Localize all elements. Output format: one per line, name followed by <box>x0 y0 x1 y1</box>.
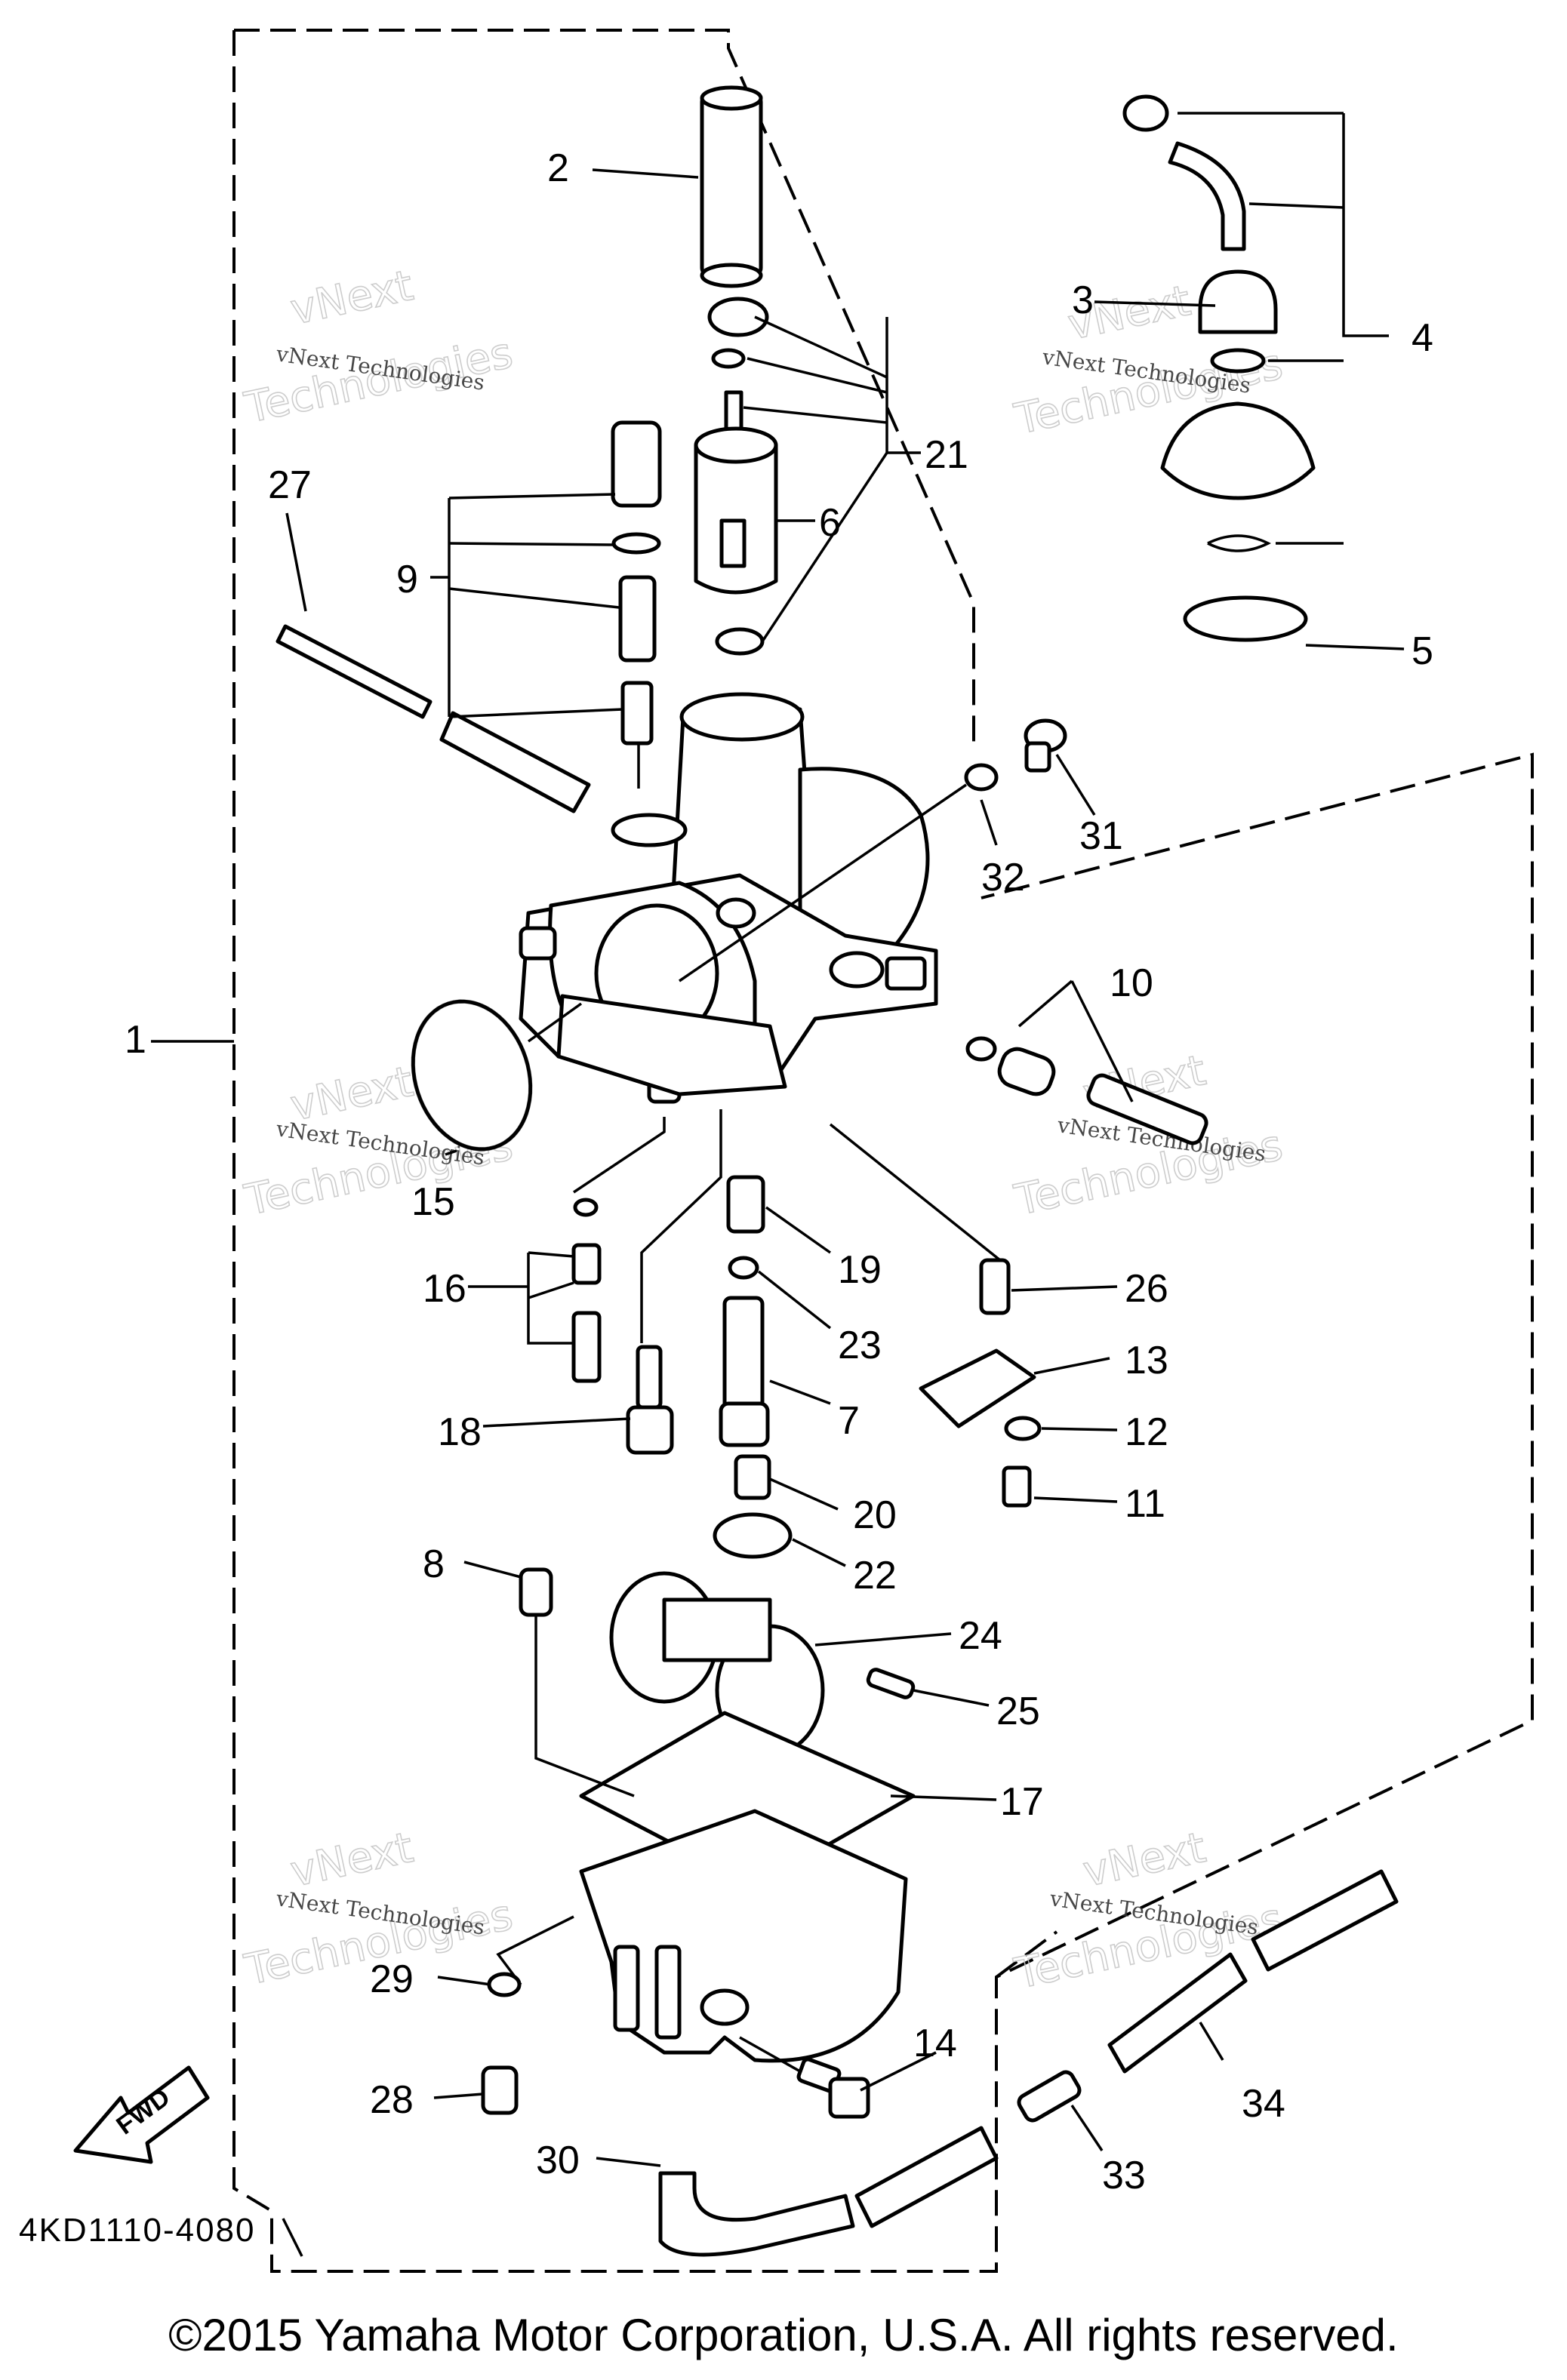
part-30-hose <box>658 2171 855 2257</box>
callout-20: 20 <box>853 1493 897 1537</box>
callout-34: 34 <box>1242 2082 1285 2126</box>
part-4-starter-plunger-set <box>1122 94 1316 642</box>
part-13-gasket <box>919 1348 1036 1428</box>
callout-9: 9 <box>396 558 418 601</box>
part-33-fitting <box>1017 2070 1082 2123</box>
callout-33: 33 <box>1102 2154 1146 2197</box>
part-14-drain-screw <box>796 2057 870 2119</box>
part-22-washer <box>713 1512 793 1559</box>
part-2-cable-sleeve <box>700 85 763 288</box>
callout-22: 22 <box>853 1554 897 1597</box>
part-34-hose-a <box>1107 1952 1248 2074</box>
hose-boundary <box>995 1930 1058 1979</box>
callout-labels: 1 2 3 4 5 6 7 8 9 10 11 12 13 14 15 16 1… <box>125 146 1433 2197</box>
callout-8: 8 <box>423 1542 445 1586</box>
callout-31: 31 <box>1079 814 1123 858</box>
assembly-boundary <box>232 29 1534 2273</box>
part-6-throttle-valve <box>694 426 778 656</box>
callout-25: 25 <box>996 1690 1040 1733</box>
callout-10: 10 <box>1110 961 1153 1005</box>
carburetor-exploded-view: vNext Technologies vNext Technologies vN… <box>19 29 1534 2273</box>
callout-29: 29 <box>370 1957 414 2001</box>
callout-1: 1 <box>125 1018 146 1062</box>
callout-26: 26 <box>1125 1267 1168 1311</box>
callout-32: 32 <box>981 856 1025 899</box>
callout-12: 12 <box>1125 1410 1168 1454</box>
part-30-hose-end <box>854 2126 999 2228</box>
part-27-pipe <box>276 624 591 813</box>
part-19-main-jet <box>726 1175 765 1234</box>
callout-15: 15 <box>411 1180 455 1224</box>
callout-19: 19 <box>838 1248 882 1292</box>
callout-18: 18 <box>438 1410 482 1454</box>
part-12-washer <box>1004 1416 1042 1441</box>
part-32-o-ring <box>964 763 999 792</box>
part-31-screw <box>1024 718 1067 773</box>
part-26-starter-jet <box>979 1258 1011 1315</box>
callout-14: 14 <box>913 2022 957 2065</box>
part-28-drain-screw <box>481 2065 519 2115</box>
callout-3: 3 <box>1072 278 1094 322</box>
callout-30: 30 <box>536 2139 580 2182</box>
callout-13: 13 <box>1125 1339 1168 1382</box>
callout-24: 24 <box>959 1614 1002 1658</box>
part-25-float-pin <box>866 1668 916 1699</box>
part-16-pilot-screw-set <box>571 1198 602 1383</box>
part-18-pilot-jet <box>626 1345 674 1455</box>
part-34-hose-b <box>1251 1869 1399 1972</box>
part-11-screw <box>1002 1465 1032 1508</box>
callout-4: 4 <box>1412 316 1433 360</box>
leader-lines <box>151 112 1405 2257</box>
part-8-screw <box>519 1567 553 1617</box>
wm-vnext-1: vNext <box>286 261 417 335</box>
drawing-code: 4KD1110-4080 <box>19 2212 255 2249</box>
copyright-notice: ©2015 Yamaha Motor Corporation, U.S.A. A… <box>168 2310 1399 2360</box>
part-24-float <box>609 1571 825 1757</box>
fwd-arrow-icon: FWD <box>73 2065 210 2164</box>
callout-17: 17 <box>1000 1780 1044 1824</box>
part-15-o-ring <box>411 999 533 1152</box>
part-20-jet <box>734 1454 771 1500</box>
callout-11: 11 <box>1125 1482 1165 1526</box>
part-1-carburetor-body <box>519 692 938 1104</box>
part-9-needle-valve-set <box>611 420 662 789</box>
part-23-o-ring <box>728 1256 759 1280</box>
callout-27: 27 <box>268 463 312 507</box>
float-chamber <box>579 1809 908 2063</box>
callout-28: 28 <box>370 2078 414 2122</box>
callout-23: 23 <box>838 1324 882 1367</box>
callout-5: 5 <box>1412 629 1433 673</box>
part-10-throttle-stop-screw <box>965 1036 1208 1145</box>
wm-vnext-5: vNext <box>286 1823 417 1897</box>
callout-7: 7 <box>838 1399 860 1443</box>
callout-2: 2 <box>547 146 569 190</box>
callout-6: 6 <box>819 501 841 545</box>
callout-16: 16 <box>423 1267 466 1311</box>
part-7-needle-jet <box>719 1296 770 1447</box>
callout-21: 21 <box>925 433 968 477</box>
